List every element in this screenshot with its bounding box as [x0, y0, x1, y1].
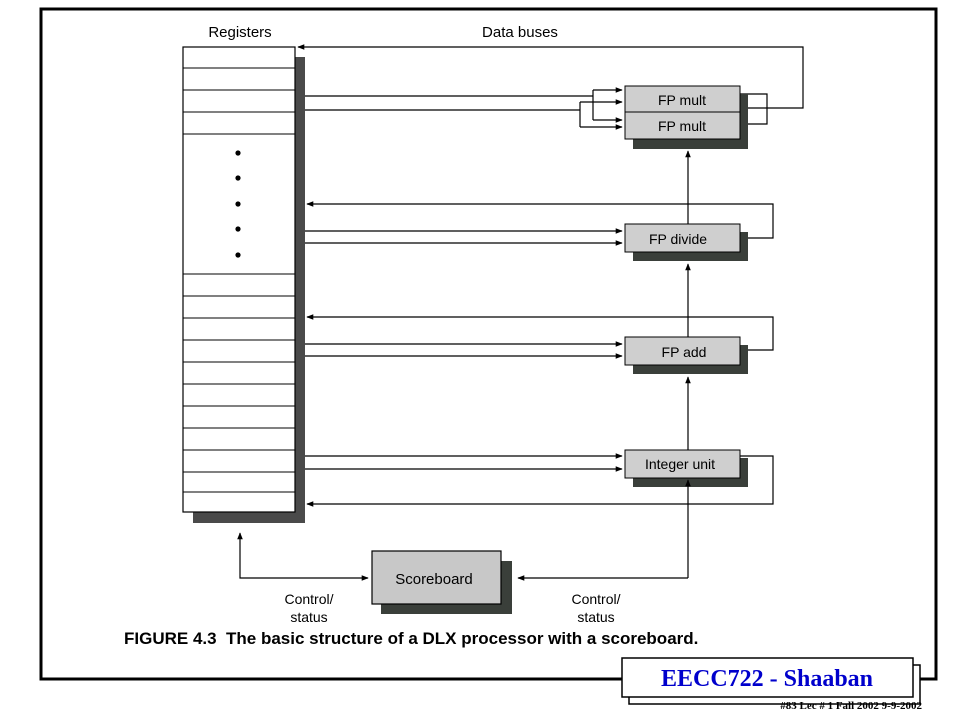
control-status-left-line1: Control/ — [284, 591, 333, 607]
register-ellipsis — [235, 150, 241, 258]
bus-integer-unit — [305, 453, 774, 507]
scoreboard-label: Scoreboard — [395, 571, 473, 588]
register-file — [182, 46, 305, 523]
bus-to-fp-mult — [305, 87, 768, 130]
bus-fp-mult-result — [297, 44, 804, 109]
figure-frame — [39, 7, 938, 681]
fp-mult-1-label: FP mult — [658, 92, 706, 108]
fp-divide-unit: FP divide — [624, 223, 748, 261]
register-file-body — [182, 46, 296, 513]
registers-label: Registers — [208, 24, 271, 41]
control-link-left — [237, 532, 369, 581]
fp-mult-unit-2: FP mult — [624, 111, 748, 149]
data-buses-label: Data buses — [482, 24, 558, 41]
figure-caption: FIGURE 4.3 The basic structure of a DLX … — [124, 629, 698, 648]
bus-fp-add — [305, 314, 774, 359]
course-badge: EECC722 - Shaaban — [621, 657, 921, 705]
slide-footer: #83 Lec # 1 Fall 2002 9-9-2002 — [780, 700, 922, 712]
fp-mult-2-label: FP mult — [658, 118, 706, 134]
bus-fp-divide — [305, 201, 774, 246]
scoreboard-box: Scoreboard — [371, 550, 512, 614]
control-status-left-line2: status — [290, 609, 327, 625]
control-status-right-line1: Control/ — [571, 591, 620, 607]
fp-add-unit: FP add — [624, 336, 748, 374]
control-chain — [517, 150, 691, 581]
integer-unit-label: Integer unit — [645, 456, 715, 472]
fp-divide-label: FP divide — [649, 231, 707, 247]
control-status-right-line2: status — [577, 609, 614, 625]
course-badge-text: EECC722 - Shaaban — [661, 666, 873, 692]
fp-add-label: FP add — [662, 344, 707, 360]
register-rows — [183, 67, 295, 493]
integer-unit: Integer unit — [624, 449, 748, 487]
